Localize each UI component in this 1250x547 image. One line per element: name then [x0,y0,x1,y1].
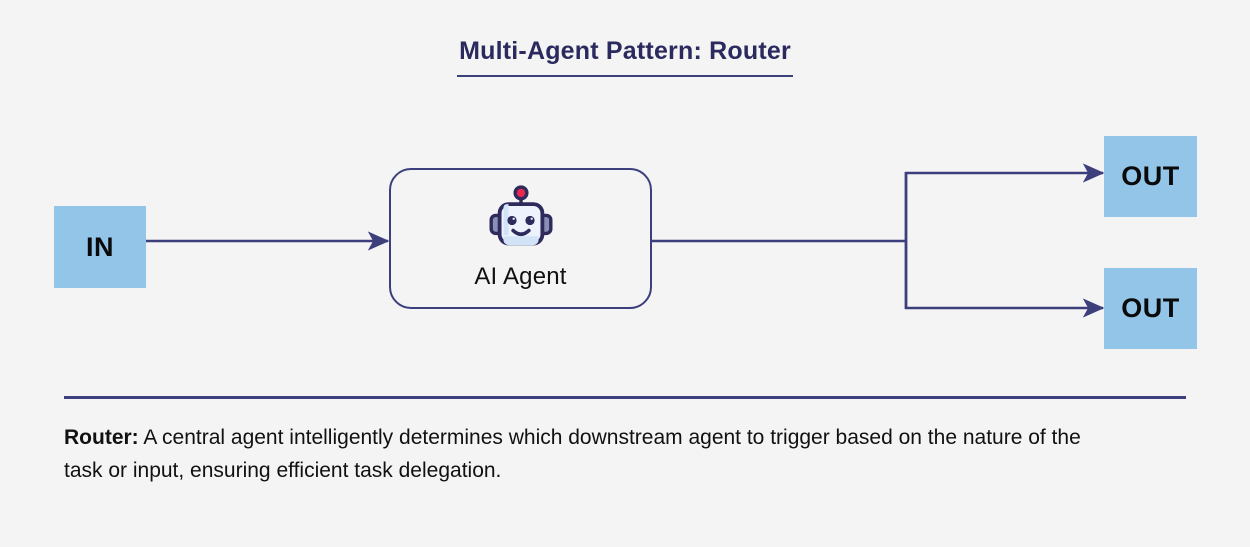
footer-divider [64,396,1186,399]
description-body: A central agent intelligently determines… [64,426,1081,482]
agent-label: AI Agent [474,262,567,290]
robot-icon [489,184,552,245]
description-text: Router: A central agent intelligently de… [64,422,1124,487]
output-box-2[interactable]: OUT [1104,268,1197,349]
agent-node[interactable]: AI Agent [389,168,652,309]
description-term: Router: [64,426,139,449]
title-block: Multi-Agent Pattern: Router [0,37,1250,77]
page-title: Multi-Agent Pattern: Router [457,37,793,77]
output-box-1[interactable]: OUT [1104,136,1197,217]
input-box[interactable]: IN [54,206,146,288]
